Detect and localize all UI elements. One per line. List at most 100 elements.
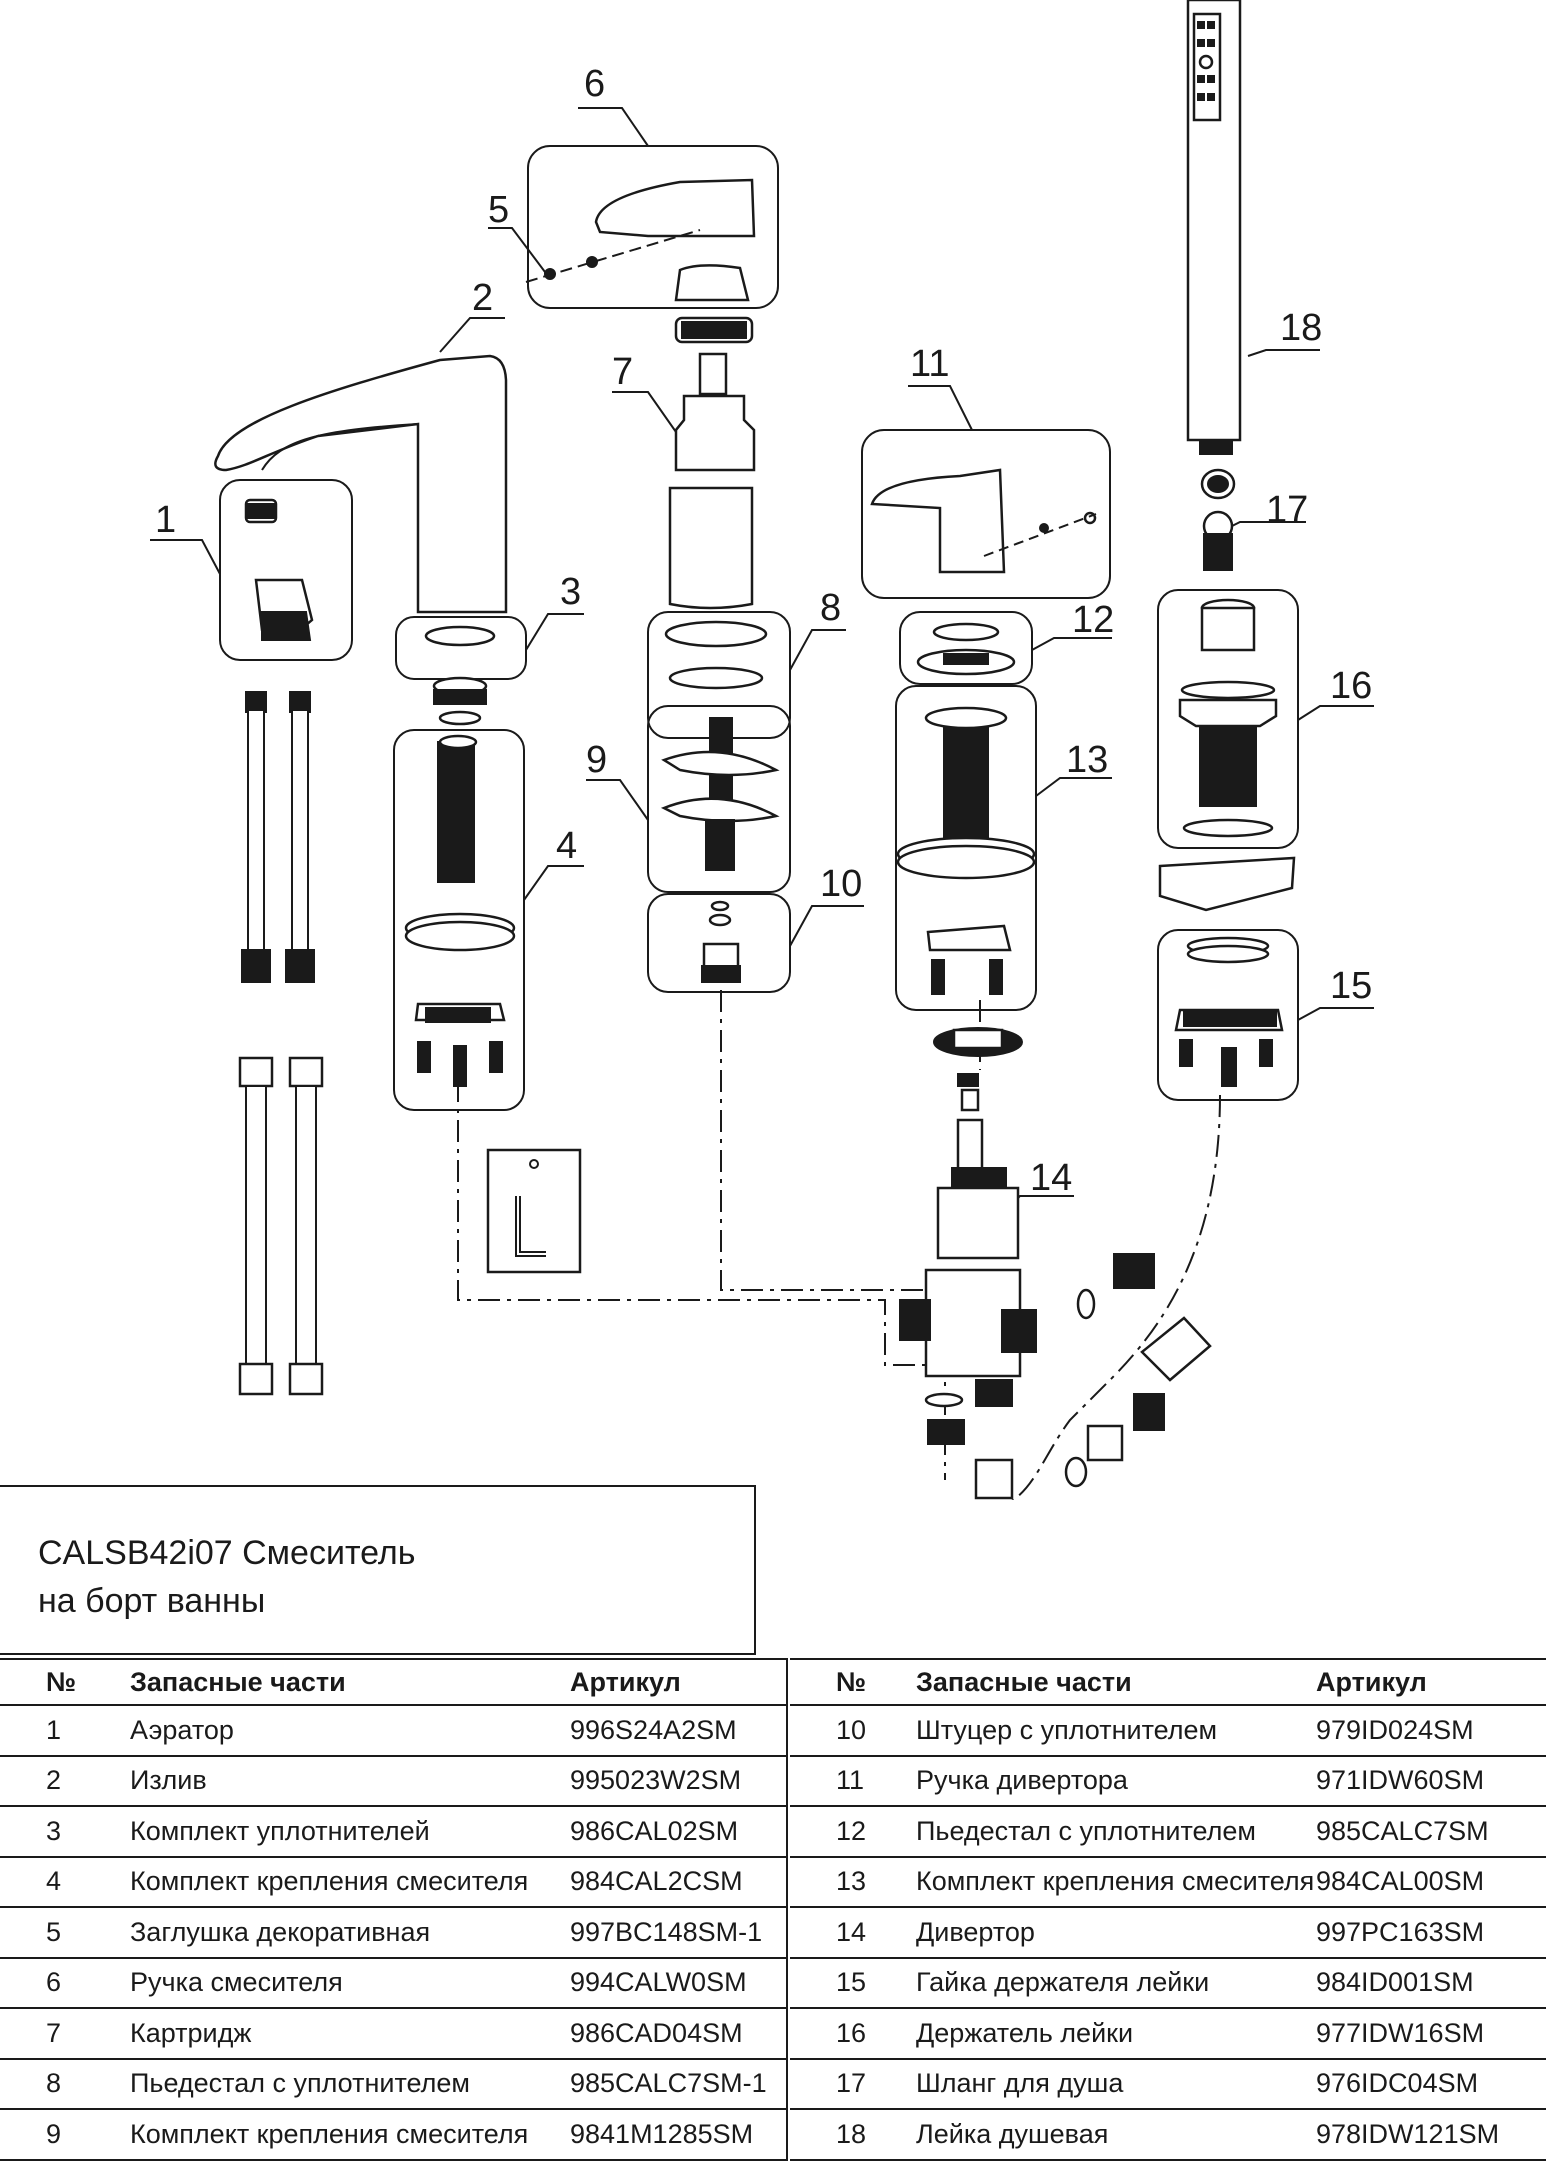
callout-10: 10 bbox=[820, 863, 862, 905]
part-article: 9841M1285SM bbox=[570, 2108, 787, 2161]
part-article: 984CAL2CSM bbox=[570, 1855, 787, 1908]
callout-15: 15 bbox=[1330, 965, 1372, 1007]
part-no: 9 bbox=[0, 2108, 130, 2161]
callout-18-group: 18 bbox=[1247, 307, 1322, 357]
diverter-rod bbox=[943, 727, 989, 857]
callout-12-group: 12 bbox=[1031, 599, 1114, 651]
part-name: Ручка смесителя bbox=[130, 1956, 570, 2009]
part-no: 10 bbox=[790, 1704, 916, 1757]
group-box-9 bbox=[647, 705, 791, 893]
header-no: № bbox=[0, 1658, 130, 1706]
callout-3: 3 bbox=[560, 571, 581, 613]
callout-4: 4 bbox=[556, 825, 577, 867]
part-article: 997BC148SM-1 bbox=[570, 1906, 787, 1959]
callout-9-group: 9 bbox=[586, 739, 649, 821]
callout-2: 2 bbox=[472, 277, 493, 319]
callout-8-group: 8 bbox=[789, 587, 846, 671]
callout-13: 13 bbox=[1066, 739, 1108, 781]
part-name: Картридж bbox=[130, 2007, 570, 2060]
part-no: 15 bbox=[790, 1956, 916, 2009]
callout-16-group: 16 bbox=[1297, 665, 1374, 721]
callout-7: 7 bbox=[612, 351, 633, 393]
part-name: Штуцер с уплотнителем bbox=[916, 1704, 1316, 1757]
part-name: Заглушка декоративная bbox=[130, 1906, 570, 1959]
part-name: Держатель лейки bbox=[916, 2007, 1316, 2060]
part-article: 971IDW60SM bbox=[1316, 1754, 1546, 1807]
part-no: 11 bbox=[790, 1754, 916, 1807]
callout-12: 12 bbox=[1072, 599, 1114, 641]
part-name: Гайка держателя лейки bbox=[916, 1956, 1316, 2009]
part-article: 986CAL02SM bbox=[570, 1805, 787, 1858]
part-article: 985CALC7SM bbox=[1316, 1805, 1546, 1858]
callout-5: 5 bbox=[488, 189, 509, 231]
part-no: 6 bbox=[0, 1956, 130, 2009]
callout-1-group: 1 bbox=[150, 499, 221, 575]
assembly-line-left bbox=[457, 1080, 946, 1480]
diverter-handle-part bbox=[870, 468, 1006, 574]
part-name: Излив bbox=[130, 1754, 570, 1807]
group-box-15 bbox=[1157, 929, 1299, 1101]
part-article: 984ID001SM bbox=[1316, 1956, 1546, 2009]
callout-11: 11 bbox=[910, 343, 949, 385]
callout-17-group: 17 bbox=[1223, 489, 1308, 531]
part-name: Шланг для душа bbox=[916, 2057, 1316, 2110]
part-article: 984CAL00SM bbox=[1316, 1855, 1546, 1908]
part-no: 17 bbox=[790, 2057, 916, 2110]
part-no: 1 bbox=[0, 1704, 130, 1757]
part-no: 13 bbox=[790, 1855, 916, 1908]
callout-1: 1 bbox=[155, 499, 176, 541]
part-no: 14 bbox=[790, 1906, 916, 1959]
part-no: 18 bbox=[790, 2108, 916, 2161]
group-box-4 bbox=[393, 729, 525, 1111]
callout-6: 6 bbox=[584, 63, 605, 105]
callout-5-group: 5 bbox=[488, 189, 549, 277]
part-no: 3 bbox=[0, 1805, 130, 1858]
part-article: 985CALC7SM-1 bbox=[570, 2057, 787, 2110]
shower-holder-part bbox=[1178, 698, 1278, 728]
part-name: Комплект крепления смесителя bbox=[130, 2108, 570, 2161]
part-article: 976IDC04SM bbox=[1316, 2057, 1546, 2110]
holder-nut bbox=[1186, 944, 1270, 964]
part-name: Лейка душевая bbox=[916, 2108, 1316, 2161]
callout-8: 8 bbox=[820, 587, 841, 629]
part-name: Дивертор bbox=[916, 1906, 1316, 1959]
part-article: 979ID024SM bbox=[1316, 1704, 1546, 1757]
assembly-line-shower bbox=[1011, 1094, 1221, 1500]
diverter-part bbox=[936, 1186, 1020, 1260]
seal-ring bbox=[424, 625, 496, 647]
callout-14-group: 14 bbox=[995, 1157, 1074, 1223]
part-article: 996S24A2SM bbox=[570, 1704, 787, 1757]
group-box-10 bbox=[647, 893, 791, 993]
part-no: 4 bbox=[0, 1855, 130, 1908]
callout-7-group: 7 bbox=[612, 351, 677, 433]
callout-10-group: 10 bbox=[789, 863, 864, 947]
part-article: 995023W2SM bbox=[570, 1754, 787, 1807]
product-title: CALSB42i07 Смеситель на борт ванны bbox=[38, 1534, 416, 1620]
callout-3-group: 3 bbox=[525, 571, 584, 651]
group-box-12 bbox=[899, 611, 1033, 685]
title-box: CALSB42i07 Смеситель на борт ванны bbox=[0, 1485, 756, 1655]
header-no: № bbox=[790, 1658, 916, 1706]
group-box-13 bbox=[895, 685, 1037, 1011]
callout-15-group: 15 bbox=[1297, 965, 1374, 1021]
callout-9: 9 bbox=[586, 739, 607, 781]
part-name: Комплект крепления смесителя bbox=[130, 1855, 570, 1908]
callout-4-group: 4 bbox=[523, 825, 584, 901]
part-no: 2 bbox=[0, 1754, 130, 1807]
group-box-6 bbox=[527, 145, 779, 309]
part-article: 977IDW16SM bbox=[1316, 2007, 1546, 2060]
part-article: 994CALW0SM bbox=[570, 1956, 787, 2009]
